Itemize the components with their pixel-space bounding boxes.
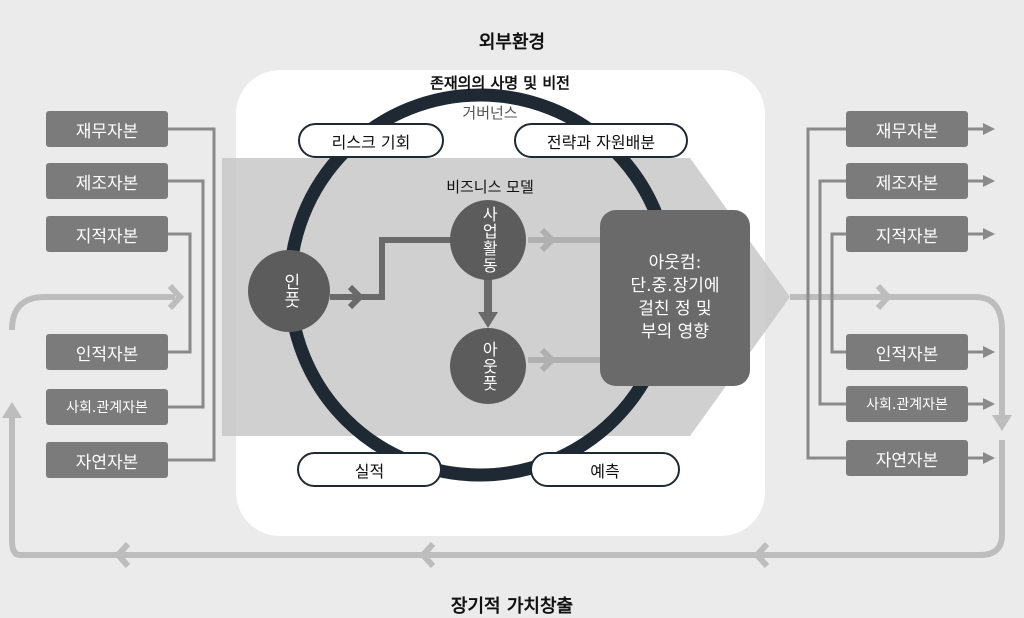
long-term-value-title: 장기적 가치창출	[450, 596, 574, 617]
left-capital-natural: 자연자본	[46, 442, 168, 478]
left-capital-manufactured: 제조자본	[46, 163, 168, 199]
input-node: 인풋	[248, 250, 330, 332]
input-node-label: 인풋	[279, 273, 300, 309]
outcome-box: 아웃컴: 단.중.장기에 걸친 정 및 부의 영향	[600, 210, 750, 386]
left-capital-human: 인적자본	[46, 334, 168, 370]
outcome-label: 아웃컴: 단.중.장기에 걸친 정 및 부의 영향	[630, 253, 720, 342]
external-env-title: 외부환경	[478, 32, 546, 53]
left-capital-financial: 재무자본	[46, 111, 168, 147]
risk-opportunity-pill: 리스크 기회	[298, 123, 444, 158]
business-activity-label: 사업활동	[479, 206, 499, 274]
loop-right-top	[790, 294, 1005, 420]
left-connectors	[168, 127, 216, 462]
right-capital-financial: 재무자본	[846, 111, 968, 147]
loop-chevrons	[113, 283, 893, 569]
forecast-pill: 예측	[530, 452, 680, 487]
output-node: 아웃풋	[450, 328, 526, 404]
performance-pill: 실적	[297, 452, 442, 487]
right-out-arrows	[968, 123, 995, 464]
output-node-label: 아웃풋	[479, 340, 499, 392]
left-capital-social: 사회.관계자본	[46, 389, 168, 425]
loop-left-top	[9, 294, 175, 331]
loop-left-up	[9, 412, 21, 558]
right-connectors	[806, 127, 846, 460]
right-capital-intellectual: 지적자본	[846, 216, 968, 252]
loop-bottom	[20, 440, 1005, 558]
business-activity-node: 사업활동	[450, 200, 526, 280]
business-model-label: 비즈니스 모델	[446, 178, 534, 196]
left-capital-intellectual: 지적자본	[46, 216, 168, 252]
strategy-resources-pill: 전략과 자원배분	[514, 123, 688, 158]
right-capital-natural: 자연자본	[846, 440, 968, 476]
to-outcome-arrows	[528, 227, 600, 373]
right-capital-human: 인적자본	[846, 334, 968, 370]
right-capital-manufactured: 제조자본	[846, 163, 968, 199]
governance-label: 거버넌스	[462, 104, 518, 122]
mission-vision-title: 존재의의 사명 및 비전	[430, 74, 570, 92]
right-capital-social: 사회.관계자본	[846, 386, 968, 422]
